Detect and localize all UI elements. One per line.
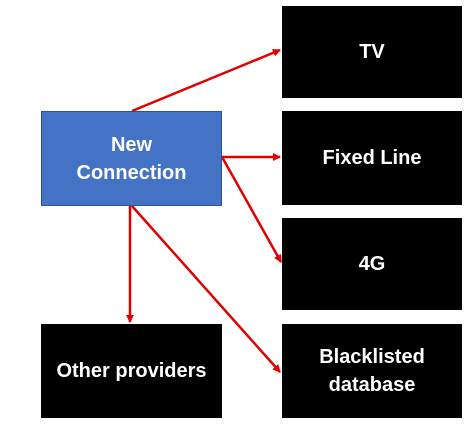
new-connection-label-line1: New <box>110 133 153 156</box>
other-providers-node: Other providers <box>41 324 222 418</box>
arrow-to-blacklisted-database <box>131 205 281 373</box>
fixed-line-label: Fixed Line <box>322 147 422 169</box>
4g-label: 4G <box>358 253 386 275</box>
arrow-to-tv <box>131 48 281 113</box>
tv-node: TV <box>282 6 462 98</box>
4g-node: 4G <box>282 218 462 310</box>
tv-label: TV <box>359 41 385 63</box>
blacklisted-database-node: Blacklisted database <box>282 324 462 418</box>
blacklisted-database-label: Blacklisted database <box>319 343 425 399</box>
blacklisted-database-label-line2: database <box>328 374 416 396</box>
fixed-line-node: Fixed Line <box>282 111 462 205</box>
arrow-to-4g <box>220 156 283 263</box>
new-connection-node: New Connection <box>41 111 222 206</box>
new-connection-label-line2: Connection <box>76 161 187 184</box>
other-providers-label: Other providers <box>56 360 207 382</box>
new-connection-label: New Connection <box>77 131 187 187</box>
blacklisted-database-label-line1: Blacklisted <box>319 346 425 368</box>
